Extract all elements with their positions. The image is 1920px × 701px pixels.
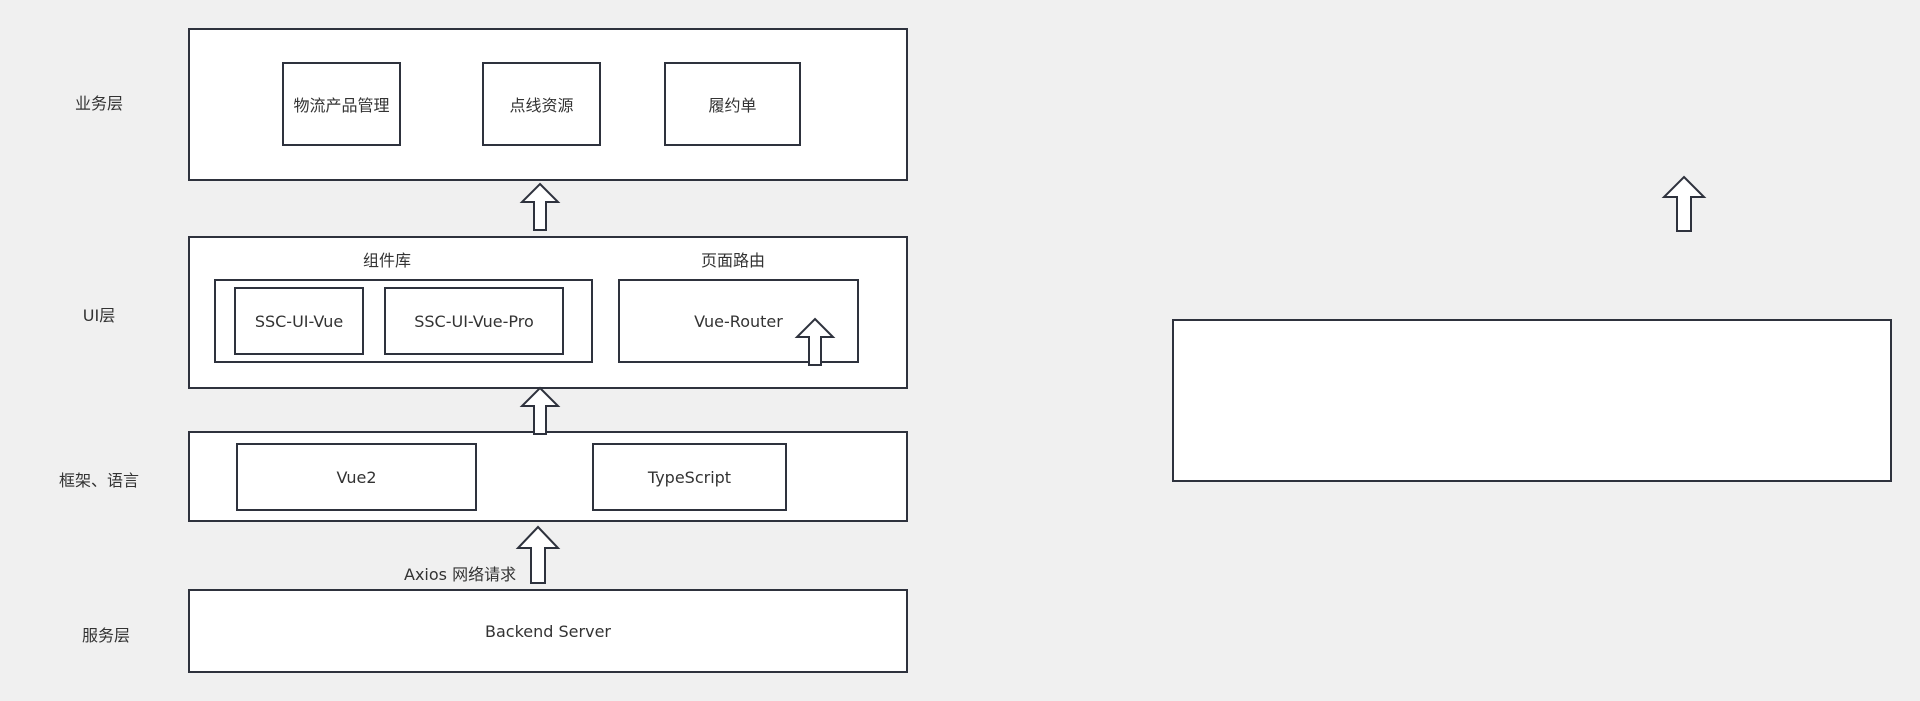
up-arrow-icon[interactable] <box>519 386 561 436</box>
framework-layer-box[interactable]: Vue2 TypeScript <box>188 431 908 522</box>
fulfillment-order-box[interactable]: 履约单 <box>664 62 801 146</box>
up-arrow-icon[interactable] <box>515 525 561 585</box>
axios-label: Axios 网络请求 <box>404 565 517 584</box>
up-arrow-icon[interactable] <box>1661 175 1707 233</box>
vue-router-label: Vue-Router <box>694 311 783 331</box>
backend-server-label: Backend Server <box>485 621 611 641</box>
layer-label-ui: UI层 <box>82 306 116 325</box>
business-layer-box[interactable]: 物流产品管理 点线资源 履约单 <box>188 28 908 181</box>
typescript-box[interactable]: TypeScript <box>592 443 787 511</box>
empty-box[interactable] <box>1172 319 1892 482</box>
page-routing-title: 页面路由 <box>701 251 766 270</box>
ui-layer-box[interactable]: 组件库 页面路由 SSC-UI-Vue SSC-UI-Vue-Pro Vue-R… <box>188 236 908 389</box>
vue2-box[interactable]: Vue2 <box>236 443 477 511</box>
backend-server-box[interactable]: Backend Server <box>188 589 908 673</box>
up-arrow-icon[interactable] <box>519 182 561 232</box>
ssc-ui-vue-pro-label: SSC-UI-Vue-Pro <box>414 311 534 331</box>
up-arrow-icon[interactable] <box>794 317 836 367</box>
layer-label-framework: 框架、语言 <box>58 471 139 490</box>
logistics-product-label: 物流产品管理 <box>293 96 390 115</box>
point-line-resource-box[interactable]: 点线资源 <box>482 62 601 146</box>
component-library-title: 组件库 <box>363 251 412 270</box>
ssc-ui-vue-box[interactable]: SSC-UI-Vue <box>234 287 364 355</box>
logistics-product-box[interactable]: 物流产品管理 <box>282 62 401 146</box>
layer-label-service: 服务层 <box>81 626 130 645</box>
fulfillment-order-label: 履约单 <box>708 96 757 115</box>
ssc-ui-vue-pro-box[interactable]: SSC-UI-Vue-Pro <box>384 287 564 355</box>
component-library-box[interactable]: SSC-UI-Vue SSC-UI-Vue-Pro <box>214 279 593 363</box>
typescript-label: TypeScript <box>647 467 732 487</box>
vue2-label: Vue2 <box>336 467 377 487</box>
layer-label-business: 业务层 <box>74 94 123 113</box>
point-line-resource-label: 点线资源 <box>509 96 574 115</box>
ssc-ui-vue-label: SSC-UI-Vue <box>254 311 344 331</box>
